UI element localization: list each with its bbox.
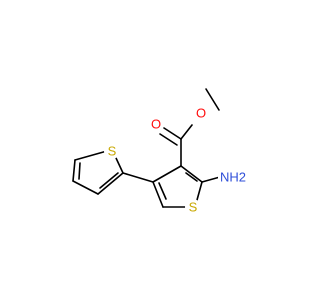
bond-thienyl-c5-c4-inner bbox=[78, 162, 81, 180]
bond-thienyl-c2-sulfur bbox=[115, 157, 124, 174]
bond-oxygen-carbonyl-carbon bbox=[180, 124, 193, 140]
ester-oxygen-label: O bbox=[196, 106, 206, 121]
amino-group-label: NH2 bbox=[220, 170, 246, 185]
bond-ring-c5-c4 bbox=[152, 181, 164, 208]
thiophene-sulfur-label: S bbox=[189, 200, 198, 215]
bond-thienyl-c4-c3 bbox=[72, 180, 99, 195]
bond-ring-c5-c4-inner bbox=[158, 182, 167, 200]
bond-carbonyl-double-a bbox=[163, 127, 182, 140]
bond-carbonyl-double-b bbox=[159, 133, 178, 146]
bond-ring-c2-sulfur bbox=[196, 181, 203, 201]
bond-thienyl-c5-c4 bbox=[72, 159, 76, 182]
bond-methyl-oxygen bbox=[205, 88, 220, 111]
bond-thienyl-c3-c2-inner bbox=[99, 172, 119, 189]
bond-ring-to-thienyl bbox=[122, 172, 154, 183]
bond-thienyl-c3-c2 bbox=[97, 172, 124, 195]
carbonyl-oxygen-label: O bbox=[151, 117, 161, 132]
bond-ring-c4-c3 bbox=[152, 165, 182, 183]
bond-ring-c3-c2 bbox=[180, 165, 203, 183]
molecule-structure-diagram: O O S S NH2 bbox=[72, 88, 247, 215]
thienyl-sulfur-label: S bbox=[108, 144, 117, 159]
bond-ring-amino bbox=[201, 176, 221, 183]
bond-ring-c3-c2-inner bbox=[185, 172, 198, 182]
bond-thienyl-sulfur-c5 bbox=[74, 150, 108, 161]
